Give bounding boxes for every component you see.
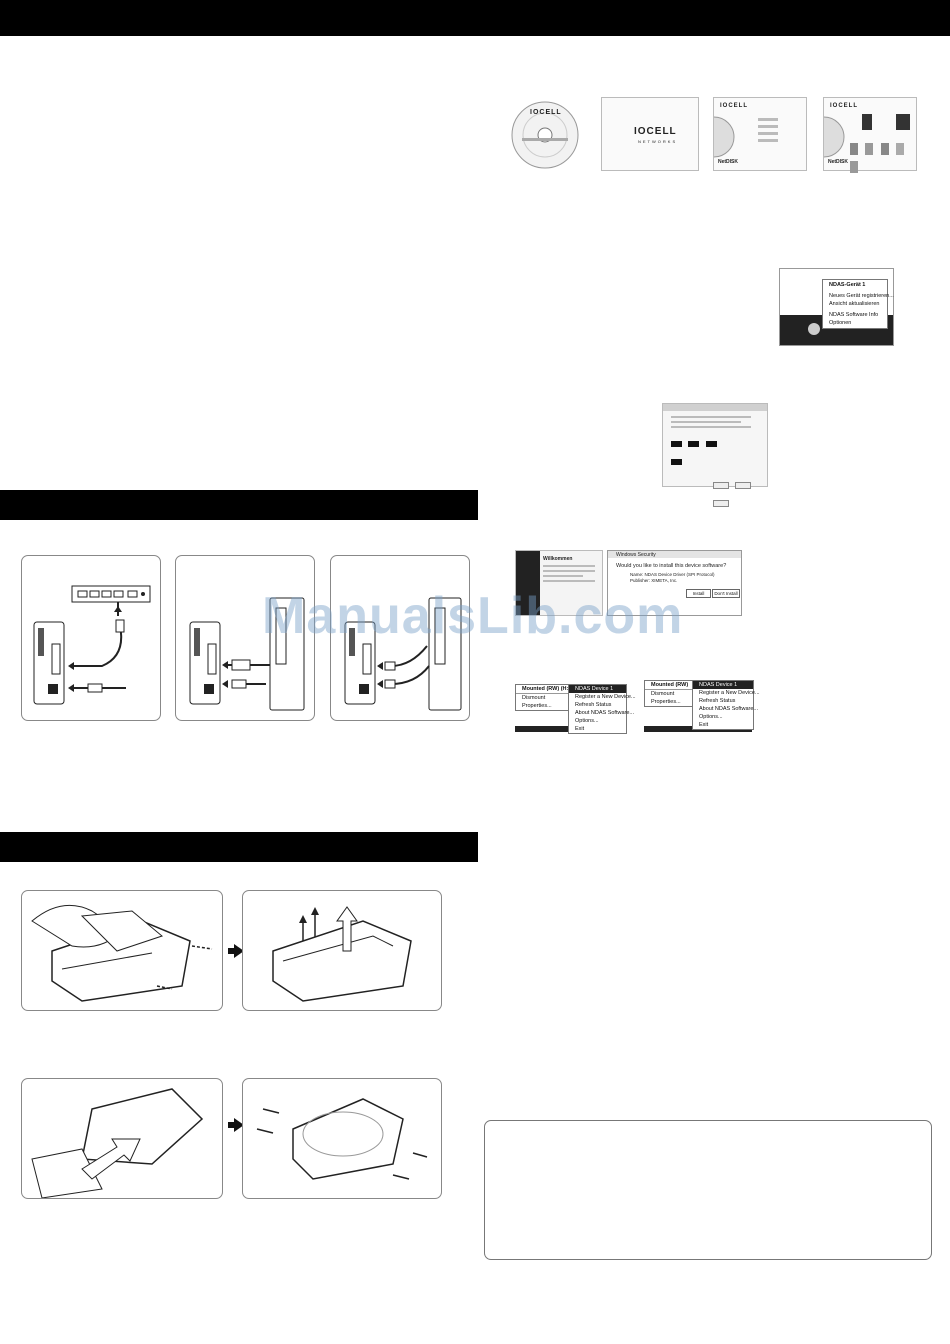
mount-submenu: Mounted (RW) (H:) Dismount Properties... bbox=[515, 684, 570, 711]
installer-language-screenshot: IOCELL NetDISK bbox=[713, 97, 807, 171]
driver-wizard-screenshot: Willkommen bbox=[515, 550, 603, 616]
assembly-step-screw-drive bbox=[242, 1078, 442, 1199]
installer-sub: NETWORKS bbox=[638, 139, 678, 144]
product-thumbnails bbox=[850, 142, 912, 173]
wizard-side-panel bbox=[516, 551, 540, 615]
security-dont-install-button[interactable]: Don't Install bbox=[712, 589, 740, 598]
nas-device-icon bbox=[896, 114, 910, 130]
nas-device-icon bbox=[344, 621, 376, 705]
refresh-item[interactable]: Refresh Status bbox=[575, 702, 612, 708]
ndas-brand-2: NetDISK bbox=[828, 159, 849, 165]
tray-icon bbox=[808, 323, 820, 335]
watermark-text: ManualsLib.com bbox=[262, 587, 684, 645]
about-item-2[interactable]: About NDAS Software... bbox=[699, 706, 758, 712]
english-menu-right: Mounted (RW) Dismount Properties... NDAS… bbox=[644, 680, 760, 732]
ndas-brand: NetDISK bbox=[718, 159, 739, 165]
wizard-title: Willkommen bbox=[543, 556, 573, 562]
security-dialog-name: Name: NDAS Device Driver (SPI Protocol) bbox=[630, 572, 715, 577]
properties-item[interactable]: Properties... bbox=[522, 703, 552, 709]
dialog-key-fields bbox=[671, 434, 723, 465]
security-install-button[interactable]: Install bbox=[686, 589, 711, 598]
mount-status-2[interactable]: Mounted (RW) bbox=[645, 681, 693, 690]
installer-logo-small: IOCELL bbox=[720, 103, 748, 109]
register-item-2[interactable]: Register a New Device... bbox=[699, 690, 760, 696]
tray-context-menu: NDAS-Gerät 1 Neues Gerät registrieren...… bbox=[822, 279, 894, 329]
installer-logo: IOCELL bbox=[634, 126, 677, 137]
top-header-bar bbox=[0, 0, 950, 36]
windows-security-dialog: Windows Security Would you like to insta… bbox=[607, 550, 742, 616]
assembly-step-insert-drive bbox=[21, 1078, 223, 1199]
dismount-item[interactable]: Dismount bbox=[522, 695, 546, 701]
connection-diagram-esata bbox=[330, 555, 470, 721]
device-menu: NDAS Device 1 Register a New Device... R… bbox=[568, 684, 636, 734]
security-dialog-question: Would you like to install this device so… bbox=[616, 563, 727, 569]
installer-product-screenshot: IOCELL NetDISK bbox=[823, 97, 917, 173]
nas-device-icon bbox=[33, 621, 65, 705]
dialog-cancel-button[interactable] bbox=[713, 500, 729, 507]
mount-status[interactable]: Mounted (RW) (H:) bbox=[516, 685, 570, 694]
exit-item-2[interactable]: Exit bbox=[699, 722, 709, 728]
tray-menu-item-register[interactable]: Neues Gerät registrieren... bbox=[829, 293, 894, 299]
section-bar-connection bbox=[0, 490, 478, 520]
installer-splash-screenshot: IOCELL NETWORKS bbox=[601, 97, 699, 171]
tray-menu-item-device[interactable]: NDAS-Gerät 1 bbox=[829, 282, 866, 288]
security-dialog-publisher: Publisher: XIMETA, Inc. bbox=[630, 578, 678, 583]
properties-item-2[interactable]: Properties... bbox=[651, 699, 681, 705]
registration-dialog-screenshot bbox=[662, 403, 768, 507]
exit-item[interactable]: Exit bbox=[575, 726, 585, 732]
options-item-2[interactable]: Options... bbox=[699, 714, 723, 720]
dismount-item-2[interactable]: Dismount bbox=[651, 691, 675, 697]
notes-box bbox=[484, 1120, 932, 1260]
english-menu-left: Mounted (RW) (H:) Dismount Properties...… bbox=[515, 684, 636, 734]
tray-menu-item-refresh[interactable]: Ansicht aktualisieren bbox=[829, 301, 880, 307]
installer-logo-small-2: IOCELL bbox=[830, 103, 858, 109]
dialog-next-button[interactable] bbox=[735, 482, 752, 489]
device-menu-2: NDAS Device 1 Register a New Device... R… bbox=[692, 680, 760, 730]
nas-device-icon bbox=[189, 621, 221, 705]
network-switch-icon bbox=[71, 585, 151, 603]
section-bar-assembly bbox=[0, 832, 478, 862]
register-item[interactable]: Register a New Device... bbox=[575, 694, 636, 700]
options-item[interactable]: Options... bbox=[575, 718, 599, 724]
connection-diagram-usb bbox=[175, 555, 315, 721]
dialog-titlebar bbox=[663, 404, 767, 411]
dialog-buttons bbox=[713, 476, 765, 507]
security-dialog-title: Windows Security bbox=[616, 552, 656, 558]
cd-label: IOCELL bbox=[530, 109, 562, 116]
connection-diagram-network bbox=[21, 555, 161, 721]
device-menu-header-2[interactable]: NDAS Device 1 bbox=[693, 681, 753, 689]
cd-disc-icon: IOCELL bbox=[510, 100, 580, 170]
cd-disc-icon bbox=[824, 116, 845, 158]
computer-tower-icon bbox=[428, 597, 462, 711]
refresh-item-2[interactable]: Refresh Status bbox=[699, 698, 736, 704]
wizard-text-lines bbox=[543, 565, 595, 582]
assembly-step-lift-cover bbox=[242, 890, 442, 1011]
language-options bbox=[758, 118, 778, 142]
mount-submenu-2: Mounted (RW) Dismount Properties... bbox=[644, 680, 694, 707]
dialog-text-lines bbox=[671, 416, 751, 428]
tray-menu-item-options[interactable]: Optionen bbox=[829, 320, 852, 326]
about-item[interactable]: About NDAS Software... bbox=[575, 710, 634, 716]
device-menu-header[interactable]: NDAS Device 1 bbox=[569, 685, 626, 693]
computer-tower-icon bbox=[269, 597, 305, 711]
security-titlebar bbox=[608, 551, 741, 558]
cd-disc-icon bbox=[714, 116, 735, 158]
assembly-step-open-case bbox=[21, 890, 223, 1011]
nas-device-icon bbox=[862, 114, 872, 130]
tray-menu-item-about[interactable]: NDAS Software Info bbox=[829, 312, 879, 318]
dialog-back-button[interactable] bbox=[713, 482, 729, 489]
tray-menu-screenshot: NDAS-Gerät 1 Neues Gerät registrieren...… bbox=[779, 268, 894, 346]
